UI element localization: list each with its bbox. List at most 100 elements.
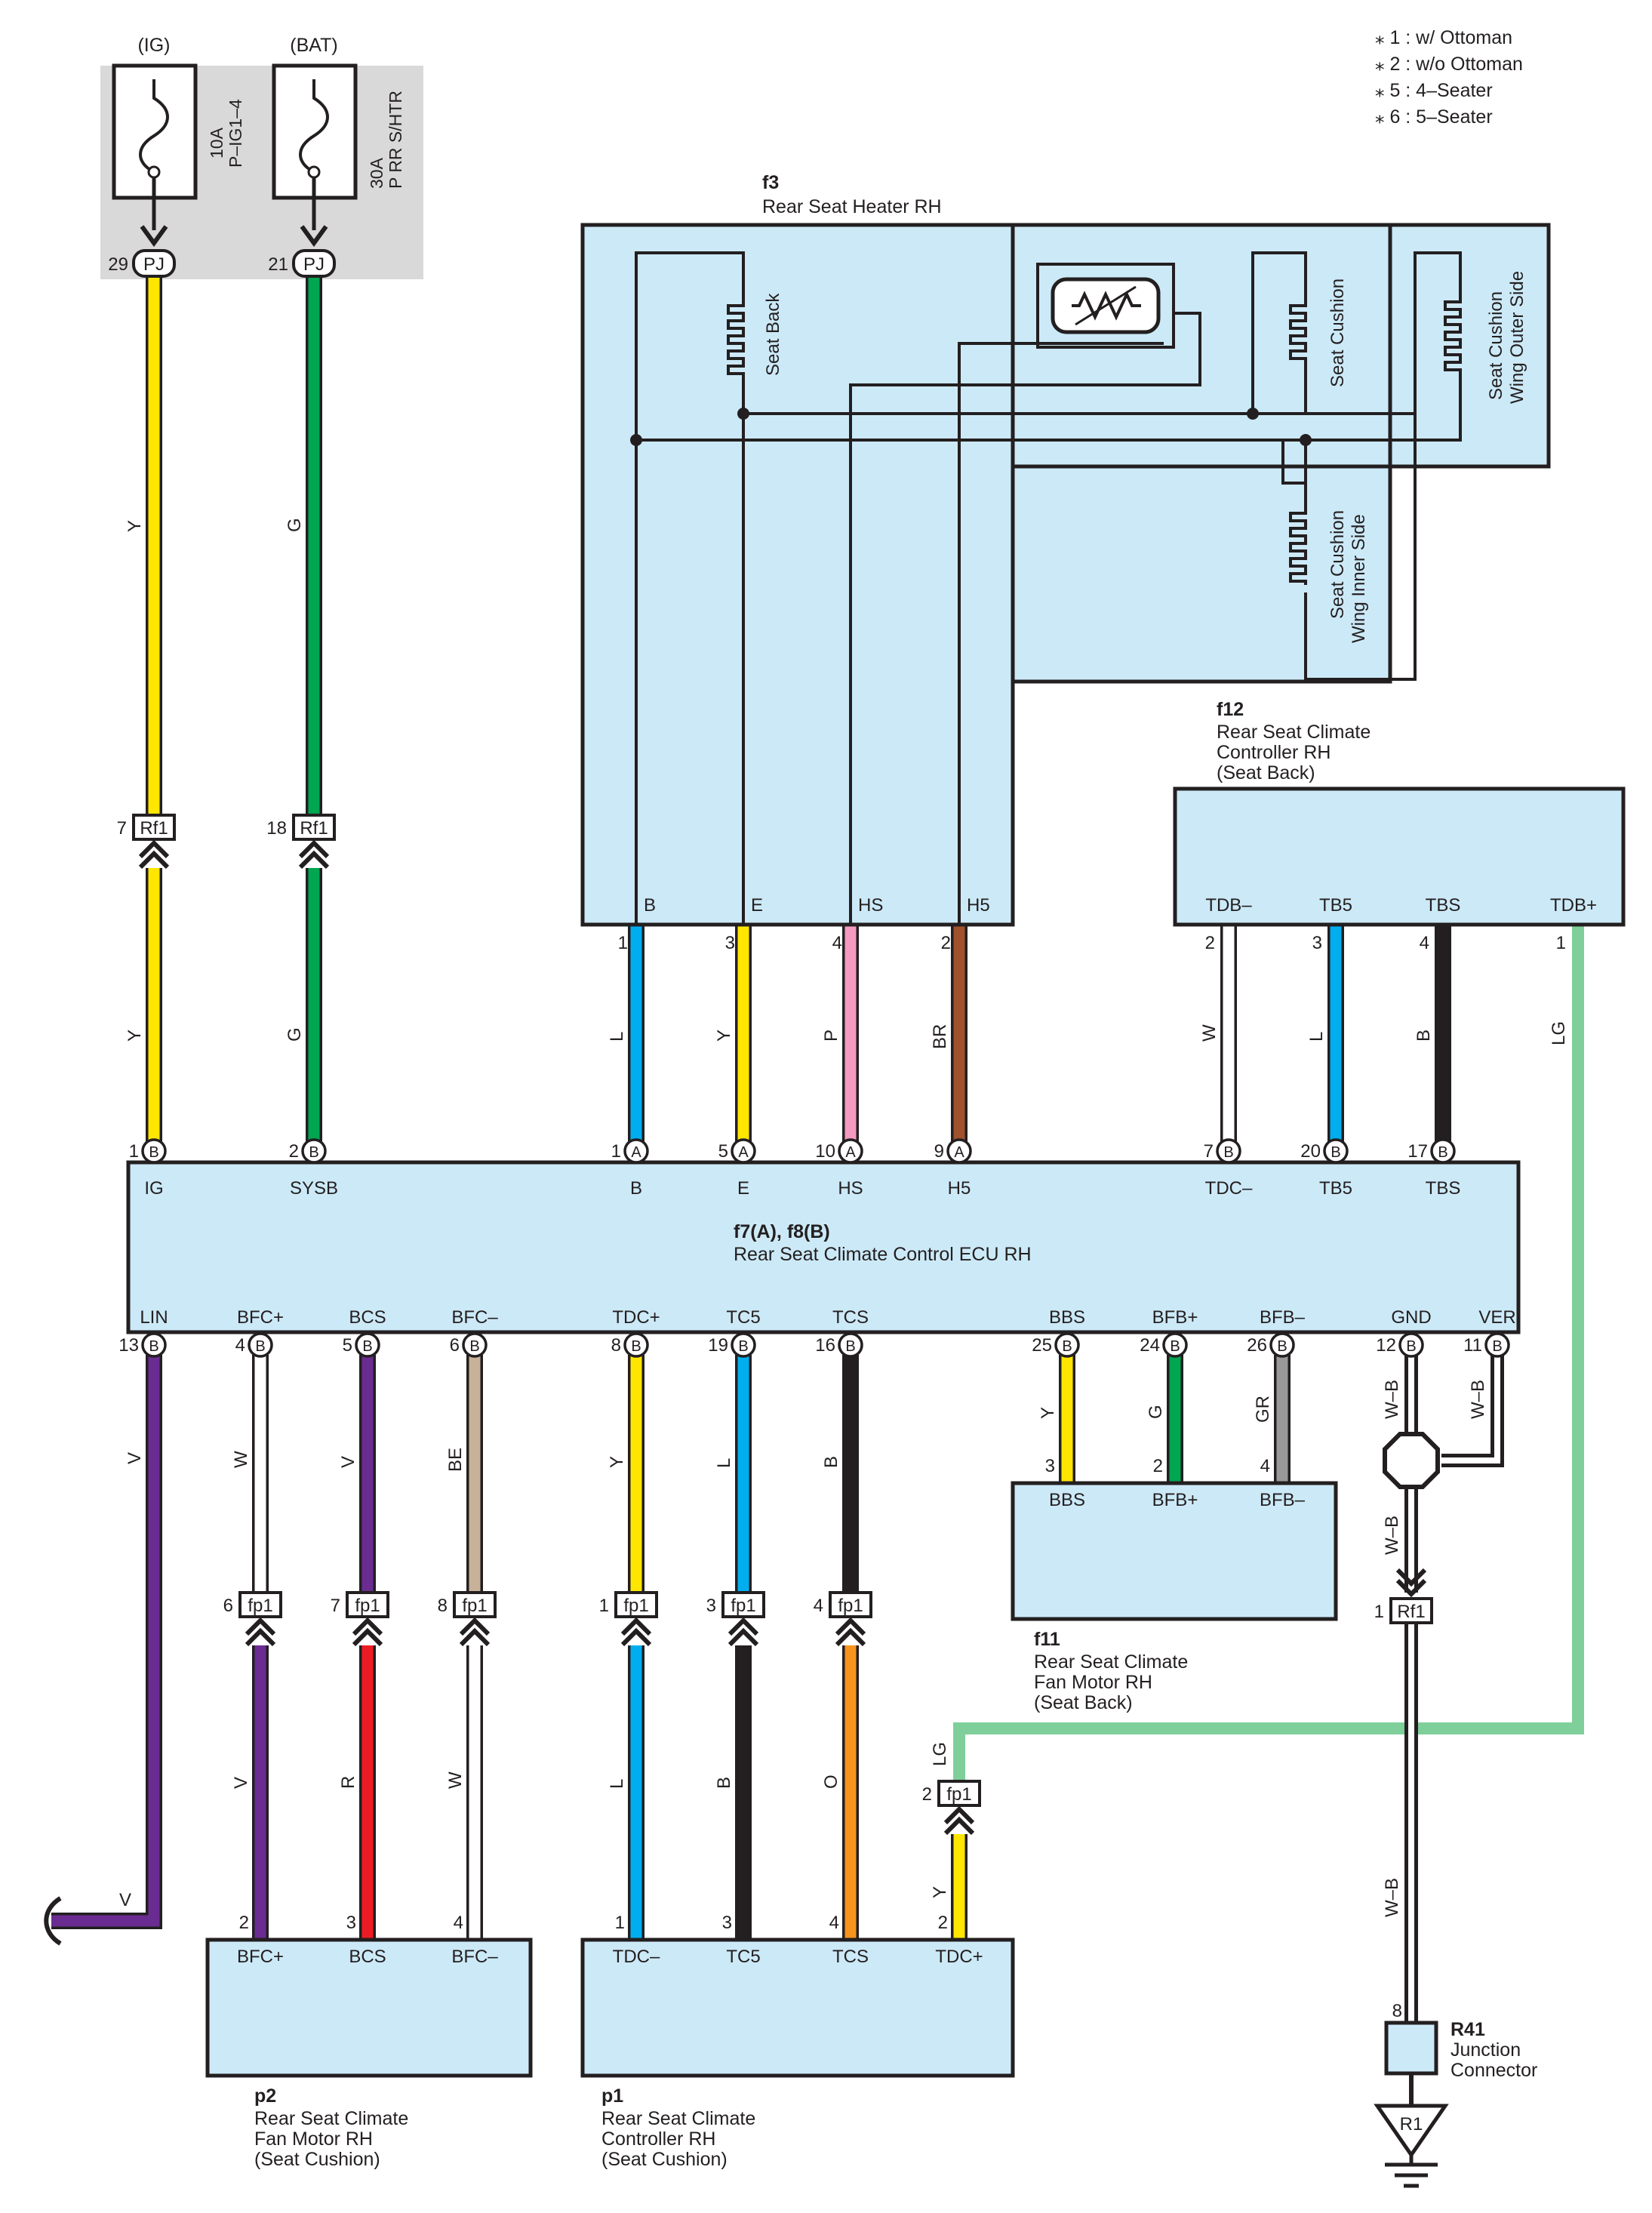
fan-back-name-2: Fan Motor RH <box>1034 1672 1152 1693</box>
controller-back-terminal-tdb-minus: TDB– <box>1205 895 1252 916</box>
ecu-top-pin-connector-6 <box>1216 1138 1241 1164</box>
ecu-top-pin-connector-8 <box>1430 1138 1456 1164</box>
fan-cushion-terminal-bfc-minus: BFC– <box>451 1947 498 1967</box>
ecu-bottom-pin-connector-label-0: B <box>149 1338 158 1355</box>
fan-cushion-terminal-bcs: BCS <box>349 1947 386 1967</box>
fp1-connector-label-4: fp1 <box>731 1596 755 1616</box>
heater-internal-wiring <box>635 251 1462 925</box>
note-4: ⁎ 6 : 5–Seater <box>1375 106 1493 128</box>
wire-label-tb5: L <box>1306 1032 1327 1042</box>
ecu-top-terminal-1: SYSB <box>290 1178 338 1199</box>
heater-element-wing-outer-1: Seat Cushion <box>1486 291 1506 400</box>
ecu-bottom-terminal-8: BFB+ <box>1152 1307 1198 1328</box>
heater-element-wing-inner-2: Wing Inner Side <box>1349 514 1369 643</box>
fuse-bat-source: (BAT) <box>290 35 337 56</box>
ground-splice: Rf1 1 <box>1374 1432 1440 1624</box>
controller-cushion-pin-tdc-minus: 1 <box>615 1913 625 1933</box>
ecu-bottom-pin-connector-6 <box>838 1332 863 1358</box>
fp1-connector-1 <box>346 1591 389 1618</box>
ecu-bottom-pin-number-1: 4 <box>235 1335 245 1356</box>
fan-back-pin-bfb-minus: 4 <box>1260 1456 1270 1476</box>
pj-connector-bat <box>292 249 336 278</box>
wire-label-sysb-lower: G <box>285 1027 305 1042</box>
junction-dot-2 <box>737 408 749 420</box>
fuse-bat-element-icon <box>299 79 329 174</box>
heater-main-body <box>580 223 1015 927</box>
ecu-bottom-pin-connector-label-3: B <box>469 1338 479 1355</box>
fuse-ig-terminal <box>147 165 161 179</box>
fan-back-name-1: Rear Seat Climate <box>1034 1651 1188 1673</box>
heater-terminal-h5: H5 <box>967 895 990 916</box>
heater-element-wing-outer-2: Wing Outer Side <box>1507 271 1527 404</box>
ecu-top-pin-number-3: 5 <box>718 1141 728 1162</box>
fp1-chevron-icon-2 <box>459 1617 491 1647</box>
fp1-connector-2 <box>453 1591 497 1618</box>
ecu-top-pin-connector-label-4: A <box>845 1144 856 1161</box>
ecu-top-pin-connector-label-5: A <box>954 1144 964 1161</box>
fuse-bat-name: P RR S/HTR <box>386 91 405 189</box>
notes-legend: ⁎ 1 : w/ Ottoman ⁎ 2 : w/o Ottoman ⁎ 5 :… <box>1375 27 1523 128</box>
ecu-top-pin-number-2: 1 <box>611 1141 621 1162</box>
fuse-bat-amp: 30A <box>367 157 386 189</box>
ecu-top-pin-number-5: 9 <box>934 1141 944 1162</box>
ecu-top-terminal-2: B <box>630 1178 642 1199</box>
controller-cushion-name-1: Rear Seat Climate <box>601 2108 755 2129</box>
controller-cushion-pin-tdc-plus: 2 <box>938 1913 948 1933</box>
fan-cushion-pin-bfc-plus: 2 <box>239 1913 249 1933</box>
wire-labels: Y G Y G L Y P BR W L B LG V V W V BE Y L… <box>119 518 1569 1917</box>
wire-label-sysb-upper: G <box>285 518 305 532</box>
pj-connector-bat-label: PJ <box>303 254 325 275</box>
ground-point-label: R1 <box>1400 2114 1423 2135</box>
ecu-bottom-pin-number-10: 12 <box>1376 1335 1396 1356</box>
wire-label-heater-h5: BR <box>930 1024 950 1049</box>
fuse-block: (IG) (BAT) 10A P–IG1–4 30A P RR S/HTR PJ… <box>100 35 423 279</box>
ground-point-icon <box>1374 2104 1449 2159</box>
ecu-bottom-pin-connector-10 <box>1398 1332 1424 1358</box>
junction-dot-4 <box>1300 434 1312 446</box>
ecu-top-terminal-8: TBS <box>1426 1178 1461 1199</box>
ecu-top-pin-connector-label-2: A <box>631 1144 641 1161</box>
wire-label-bbs: Y <box>1038 1407 1058 1419</box>
fan-motor-cushion: BFC+ BCS BFC– 2 3 4 p2 Rear Seat Climate… <box>205 1913 533 2170</box>
wire-label-ig-lower: Y <box>125 1030 145 1042</box>
ecu-top-terminal-6: TDC– <box>1205 1178 1253 1199</box>
fan-back-body <box>1011 1481 1338 1621</box>
rf1-sysb-pin: 18 <box>266 818 287 839</box>
wire-label-tdb-plus: LG <box>1549 1021 1569 1045</box>
junction-pin: 8 <box>1392 2001 1402 2021</box>
controller-cushion-name-3: (Seat Cushion) <box>601 2149 728 2170</box>
controller-back-terminal-tb5: TB5 <box>1319 895 1352 916</box>
wire-label-bcs-upper: V <box>338 1456 358 1468</box>
ecu-bottom-pin-number-6: 16 <box>815 1335 835 1356</box>
ecu-bottom-pin-connector-label-4: B <box>631 1338 641 1355</box>
controller-cushion-terminal-tdc-minus: TDC– <box>613 1947 660 1967</box>
ecu-bottom-pin-connector-11 <box>1484 1332 1510 1358</box>
rf1-gnd-pin: 1 <box>1374 1602 1384 1622</box>
ecu-bottom-pin-connector-8 <box>1162 1332 1188 1358</box>
fp1-connector-5 <box>829 1591 872 1618</box>
junction-code: R41 <box>1450 2019 1485 2040</box>
gnd-rf1-chevron-icon <box>1395 1568 1427 1598</box>
heater-element-seat-cushion: Seat Cushion <box>1327 279 1348 387</box>
wire-label-tcs-lower: O <box>821 1774 841 1789</box>
fan-back-pin-bfb-plus: 2 <box>1153 1456 1163 1476</box>
ecu-top-terminal-0: IG <box>144 1178 163 1199</box>
ecu-bottom-terminal-3: BFC– <box>451 1307 498 1328</box>
ecu-body <box>126 1160 1521 1334</box>
ecu-bottom-pin-connector-label-11: B <box>1492 1338 1502 1355</box>
fan-back-terminal-bfb-plus: BFB+ <box>1152 1490 1198 1510</box>
fp1-connector-label-0: fp1 <box>248 1596 272 1616</box>
rf1-ig-pin: 7 <box>117 818 127 839</box>
ecu-bottom-terminal-4: TDC+ <box>612 1307 660 1328</box>
ecu-top-pin-number-1: 2 <box>289 1141 299 1162</box>
ecu-bottom-terminal-1: BFC+ <box>237 1307 284 1328</box>
wire-label-ig-upper: Y <box>125 520 145 532</box>
junction-connector: 8 R41 Junction Connector R1 <box>1374 2001 1537 2188</box>
controller-cushion-name-2: Controller RH <box>601 2128 715 2150</box>
rf1-sysb-chevron-icon <box>298 839 330 870</box>
rf1-connectors-upper: Rf1 7 Rf1 18 <box>117 814 336 870</box>
wire-label-gnd: W–B <box>1382 1380 1402 1419</box>
ecu-bottom-pin-connector-4 <box>623 1332 649 1358</box>
